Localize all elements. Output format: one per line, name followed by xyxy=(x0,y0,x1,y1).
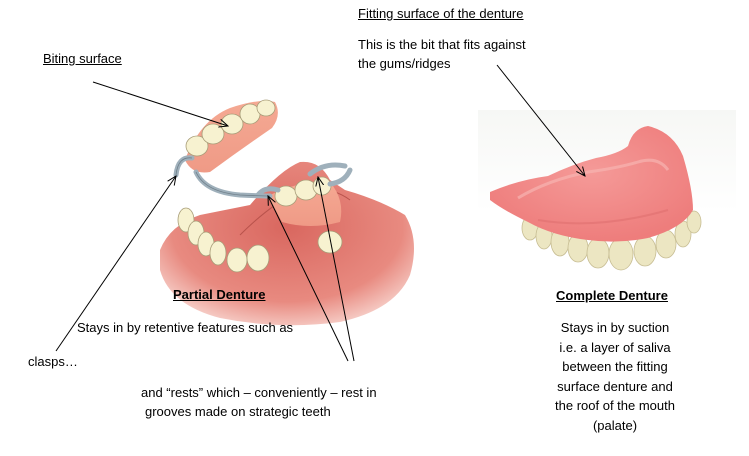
partial-denture-title: Partial Denture xyxy=(173,287,266,302)
rests-label-line2: grooves made on strategic teeth xyxy=(145,404,331,419)
fitting-surface-title: Fitting surface of the denture xyxy=(358,6,524,21)
rest-arrow-1 xyxy=(268,196,349,362)
clasps-arrow xyxy=(55,176,176,352)
complete-desc-line: i.e. a layer of saliva xyxy=(559,339,671,355)
complete-desc-line: between the fitting xyxy=(562,359,668,374)
fitting-surface-desc-line1: This is the bit that fits against xyxy=(358,37,526,52)
clasps-label: clasps… xyxy=(28,354,78,369)
complete-desc-line: (palate) xyxy=(592,417,638,433)
fitting-surface-desc-line2: the gums/ridges xyxy=(358,56,451,71)
rests-label-line1: and “rests” which – conveniently – rest … xyxy=(141,385,377,400)
complete-denture-title: Complete Denture xyxy=(556,288,668,303)
biting-surface-label: Biting surface xyxy=(43,51,122,66)
fitting-surface-arrow xyxy=(496,64,585,176)
complete-denture-desc: Stays in by suction i.e. a layer of sali… xyxy=(545,318,685,435)
complete-denture-photo xyxy=(478,110,736,280)
biting-surface-arrow xyxy=(92,81,228,126)
complete-desc-line: surface denture and xyxy=(557,378,673,394)
rest-arrow-2 xyxy=(318,177,355,362)
partial-denture-desc: Stays in by retentive features such as xyxy=(77,320,294,335)
complete-desc-line: Stays in by suction xyxy=(560,320,670,335)
complete-desc-line: the roof of the mouth xyxy=(555,398,675,413)
